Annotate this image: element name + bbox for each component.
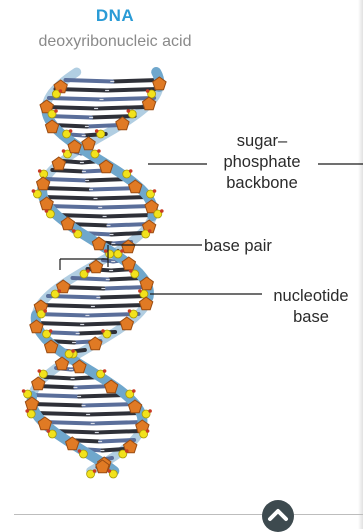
oxygen-atom — [138, 289, 142, 293]
oxygen-atom — [125, 449, 129, 453]
base-pair-half — [103, 287, 147, 289]
base-pair-half — [100, 206, 152, 208]
page-edge-shadow — [358, 0, 363, 529]
oxygen-atom — [38, 169, 42, 173]
oxygen-atom — [86, 269, 90, 273]
oxygen-atom — [59, 89, 63, 93]
oxygen-atom — [93, 469, 97, 473]
base-pair-half — [97, 431, 140, 433]
base-pair-half — [40, 305, 93, 307]
oxygen-atom — [54, 109, 58, 113]
oxygen-atom — [148, 409, 152, 413]
base-pair-half — [73, 278, 108, 280]
oxygen-atom — [146, 429, 150, 433]
oxygen-atom — [71, 349, 75, 353]
label-sugar-phosphate-backbone: sugar– phosphate backbone — [206, 131, 318, 194]
oxygen-atom — [49, 329, 53, 333]
oxygen-atom — [72, 229, 76, 233]
base-pair-half — [93, 422, 143, 424]
oxygen-atom — [22, 389, 26, 393]
base-pair-half — [42, 188, 91, 190]
oxygen-atom — [45, 209, 49, 213]
oxygen-atom — [38, 369, 42, 373]
base-pair-half — [112, 80, 159, 82]
base-pair-half — [46, 107, 96, 109]
base-pair-half — [45, 377, 73, 379]
oxygen-atom — [57, 289, 61, 293]
oxygen-atom — [43, 309, 47, 313]
base-pair-half — [91, 116, 135, 118]
base-pair-half — [43, 197, 95, 199]
oxygen-atom — [95, 129, 99, 133]
base-pair-half — [66, 80, 113, 82]
base-pair-half — [88, 413, 141, 415]
label-nucleotide-base: nucleotide base — [262, 286, 360, 328]
oxygen-atom — [69, 129, 73, 133]
base-pair-half — [112, 233, 142, 235]
oxygen-atom — [148, 229, 152, 233]
base-pair-half — [105, 215, 153, 217]
oxygen-atom — [104, 249, 108, 253]
chevron-up-icon — [262, 500, 294, 532]
label-backbone-line-2: phosphate — [206, 152, 318, 173]
label-backbone-line-1: sugar– — [206, 131, 318, 152]
oxygen-atom — [153, 189, 157, 193]
base-pair-half — [32, 395, 79, 397]
oxygen-atom — [47, 429, 51, 433]
base-pair-half — [93, 305, 146, 307]
base-pair-half — [84, 404, 136, 406]
oxygen-atom — [129, 169, 133, 173]
oxygen-atom — [120, 249, 124, 253]
base-pair-half — [48, 206, 100, 208]
base-pair-half — [45, 179, 87, 181]
oxygen-atom — [132, 389, 136, 393]
base-pair-half — [32, 404, 84, 406]
oxygen-atom — [25, 409, 29, 413]
base-pair-half — [87, 125, 121, 127]
scroll-to-top-button[interactable] — [262, 500, 294, 532]
oxygen-atom — [62, 149, 66, 153]
base-pair-half — [96, 107, 146, 109]
label-backbone-line-3: backbone — [206, 173, 318, 194]
base-pair-half — [52, 170, 84, 172]
oxygen-atom — [127, 109, 131, 113]
oxygen-atom — [129, 269, 133, 273]
base-pair-half — [36, 413, 89, 415]
oxygen-atom — [101, 329, 105, 333]
oxygen-atom — [128, 309, 132, 313]
label-nucleotide-line-1: nucleotide — [262, 286, 360, 307]
oxygen-atom — [97, 149, 101, 153]
oxygen-atom — [32, 189, 36, 193]
footer-divider — [14, 514, 363, 515]
oxygen-atom — [146, 89, 150, 93]
label-base-pair: base pair — [204, 236, 314, 257]
base-pair-half — [96, 197, 148, 199]
oxygen-atom — [103, 369, 107, 373]
label-nucleotide-line-2: base — [262, 307, 360, 328]
oxygen-atom — [78, 449, 82, 453]
oxygen-atom — [160, 209, 164, 213]
